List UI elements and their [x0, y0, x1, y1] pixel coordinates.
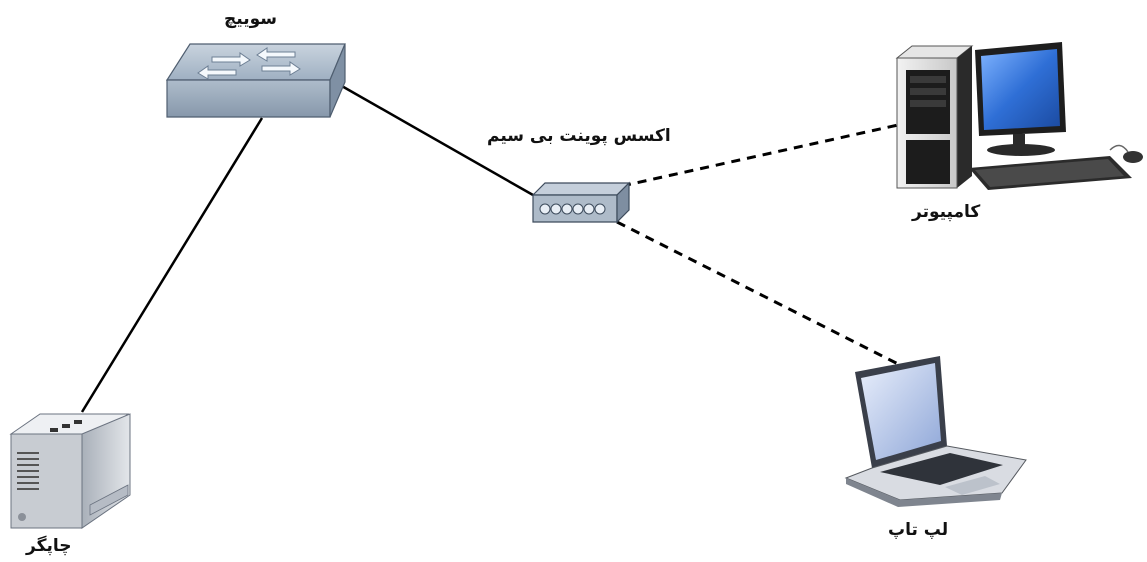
wired-link-switch-access-point — [339, 83, 534, 197]
connections — [80, 83, 907, 413]
printer-label: چاپگر — [26, 536, 72, 556]
computer-label: کامپیوتر — [912, 202, 981, 222]
network-switch-icon — [165, 43, 346, 118]
laptop-label: لپ تاپ — [888, 520, 949, 540]
wireless-link-access-point-laptop — [616, 220, 907, 370]
printer-icon — [9, 413, 131, 529]
desktop-computer-icon — [895, 42, 1143, 190]
laptop-icon — [844, 356, 1027, 507]
access-point-label: اکسس پوینت بی سیم — [487, 126, 671, 146]
wired-link-switch-printer — [80, 117, 264, 413]
switch-label: سوییچ — [224, 9, 277, 29]
wireless-access-point-icon — [531, 181, 631, 224]
